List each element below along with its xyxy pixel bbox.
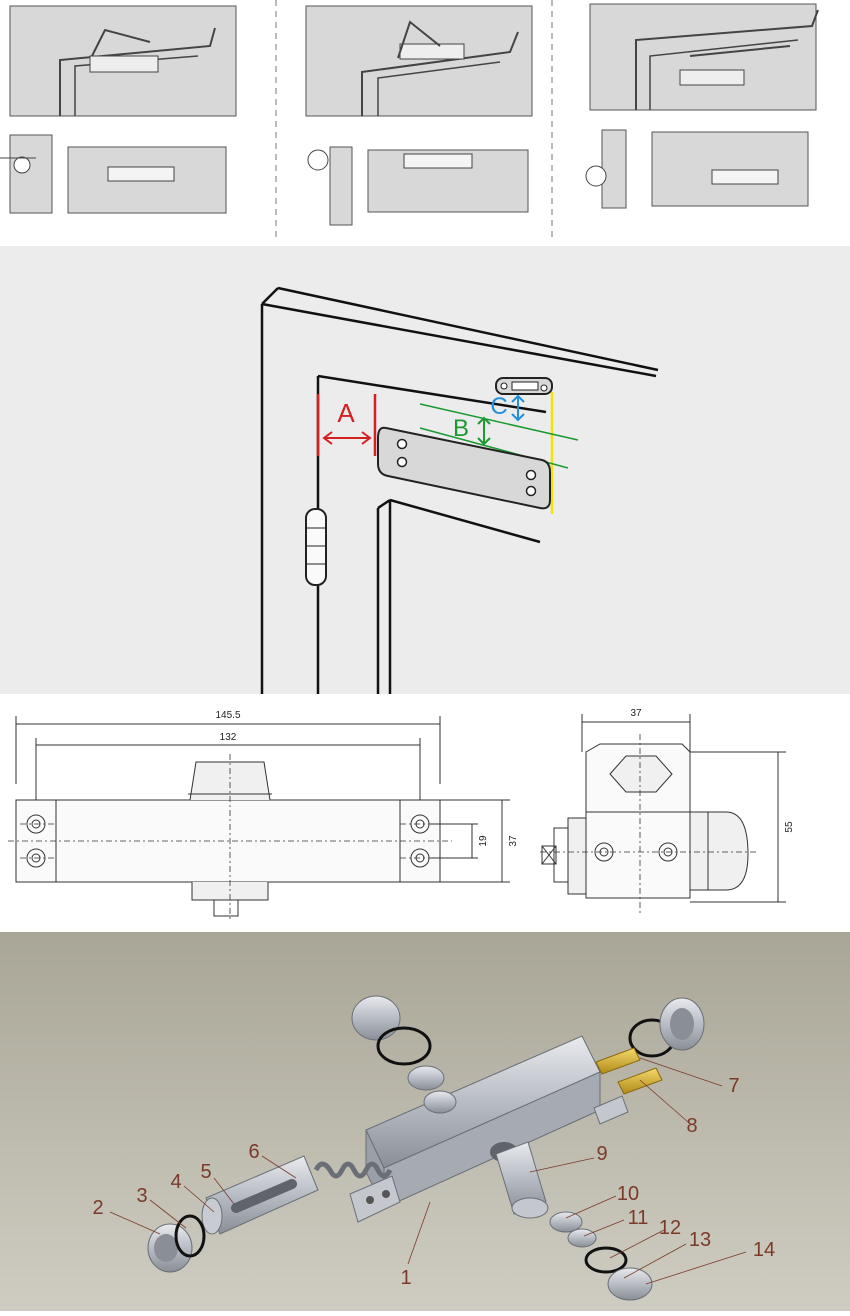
installation-view-3 bbox=[585, 3, 819, 209]
part-label-4: 4 bbox=[170, 1171, 181, 1193]
label-b: B bbox=[453, 415, 469, 442]
part-label-12: 12 bbox=[659, 1217, 681, 1239]
top-cap-assembly bbox=[351, 995, 457, 1114]
pinion-shaft bbox=[495, 1141, 549, 1219]
dimension-a-arrow bbox=[322, 431, 372, 445]
label-a: A bbox=[337, 398, 355, 428]
part-label-8: 8 bbox=[686, 1115, 697, 1137]
installation-view-2 bbox=[305, 5, 533, 226]
label-c: C bbox=[490, 393, 507, 420]
dimension-overall-length: 145.5 bbox=[215, 710, 240, 721]
exploded-view: 1 2 3 4 5 6 7 8 9 10 11 12 13 14 bbox=[0, 932, 850, 1311]
part-number-labels: 1 2 3 4 5 6 7 8 9 10 11 12 13 14 bbox=[92, 1075, 775, 1289]
part-label-7: 7 bbox=[728, 1075, 739, 1097]
part-label-1: 1 bbox=[400, 1267, 411, 1289]
installation-view-1 bbox=[0, 5, 237, 214]
bottom-ring-stack bbox=[549, 1211, 653, 1301]
top-right-cap bbox=[628, 997, 705, 1058]
adjustment-valves bbox=[595, 1047, 663, 1095]
dimension-drawing-panel: 145.5 132 19 37 37 55 bbox=[0, 694, 850, 932]
exploded-view-panel: 1 2 3 4 5 6 7 8 9 10 11 12 13 14 bbox=[0, 932, 850, 1311]
dimension-side-width: 37 bbox=[630, 708, 642, 719]
dimension-body-height: 37 bbox=[508, 835, 519, 847]
dimension-drawing: 145.5 132 19 37 37 55 bbox=[8, 708, 795, 922]
leader-lines bbox=[109, 1057, 747, 1285]
mounting-diagram: A B C bbox=[260, 286, 659, 694]
part-label-3: 3 bbox=[136, 1185, 147, 1207]
side-view bbox=[541, 714, 786, 903]
part-label-14: 14 bbox=[753, 1239, 775, 1261]
hinge bbox=[305, 508, 327, 586]
green-guide-line bbox=[419, 403, 579, 441]
dimension-hole-spacing: 132 bbox=[220, 732, 237, 743]
part-label-2: 2 bbox=[92, 1197, 103, 1219]
spring-and-piston bbox=[201, 1155, 393, 1235]
installation-views-drawing bbox=[0, 0, 819, 240]
part-label-10: 10 bbox=[617, 1183, 639, 1205]
dimension-c-arrow bbox=[511, 394, 525, 422]
dimension-b-arrow bbox=[477, 416, 491, 446]
mounting-diagram-panel: A B C bbox=[0, 246, 850, 694]
closer-mounting-plate bbox=[377, 426, 551, 510]
part-label-11: 11 bbox=[628, 1207, 649, 1229]
dimension-hole-vertical-spacing: 19 bbox=[478, 835, 489, 847]
dimension-side-height: 55 bbox=[784, 821, 795, 833]
end-cap-left bbox=[147, 1214, 206, 1273]
installation-views-panel bbox=[0, 0, 850, 246]
part-label-9: 9 bbox=[596, 1143, 607, 1165]
part-label-13: 13 bbox=[689, 1229, 711, 1251]
part-label-6: 6 bbox=[248, 1141, 259, 1163]
part-label-5: 5 bbox=[200, 1161, 211, 1183]
